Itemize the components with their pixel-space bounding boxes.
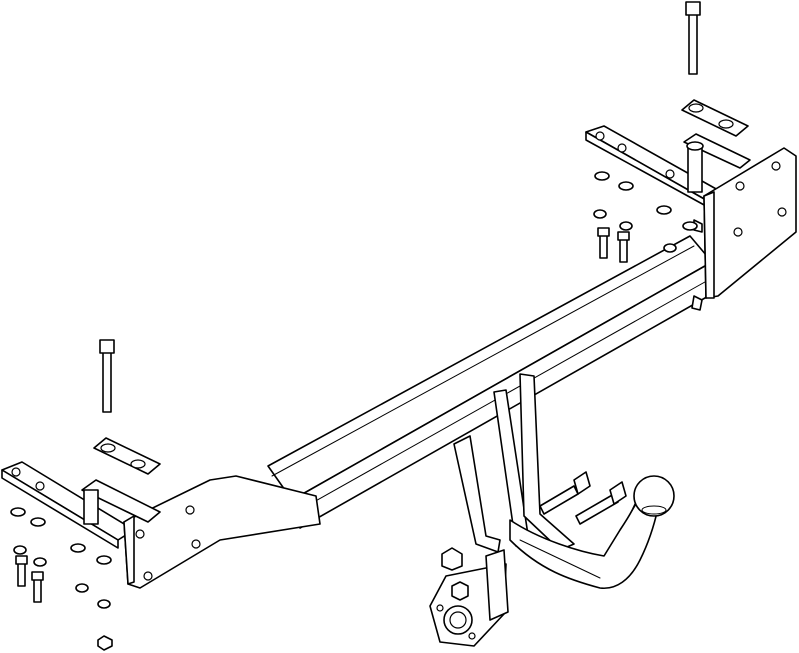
right-spacer-plate	[681, 99, 749, 137]
tow-ball-neck	[509, 489, 661, 589]
right-short-bolts	[597, 227, 630, 263]
left-nuts-washers	[10, 507, 113, 651]
left-spacer-tube	[81, 479, 161, 525]
neck-mount-plates	[453, 373, 575, 553]
socket-plate	[429, 549, 509, 647]
right-nuts-washers	[593, 171, 698, 253]
right-spacer-tube	[683, 133, 751, 193]
left-side-bracket	[1, 461, 321, 589]
left-short-bolts	[15, 555, 44, 603]
right-side-bracket	[585, 125, 797, 311]
tow-ball	[633, 475, 675, 517]
left-spacer-plate	[93, 437, 161, 475]
socket-nuts	[441, 547, 469, 601]
left-long-bolt	[99, 339, 115, 413]
right-long-bolt	[685, 1, 701, 75]
neck-bolts	[539, 471, 627, 525]
